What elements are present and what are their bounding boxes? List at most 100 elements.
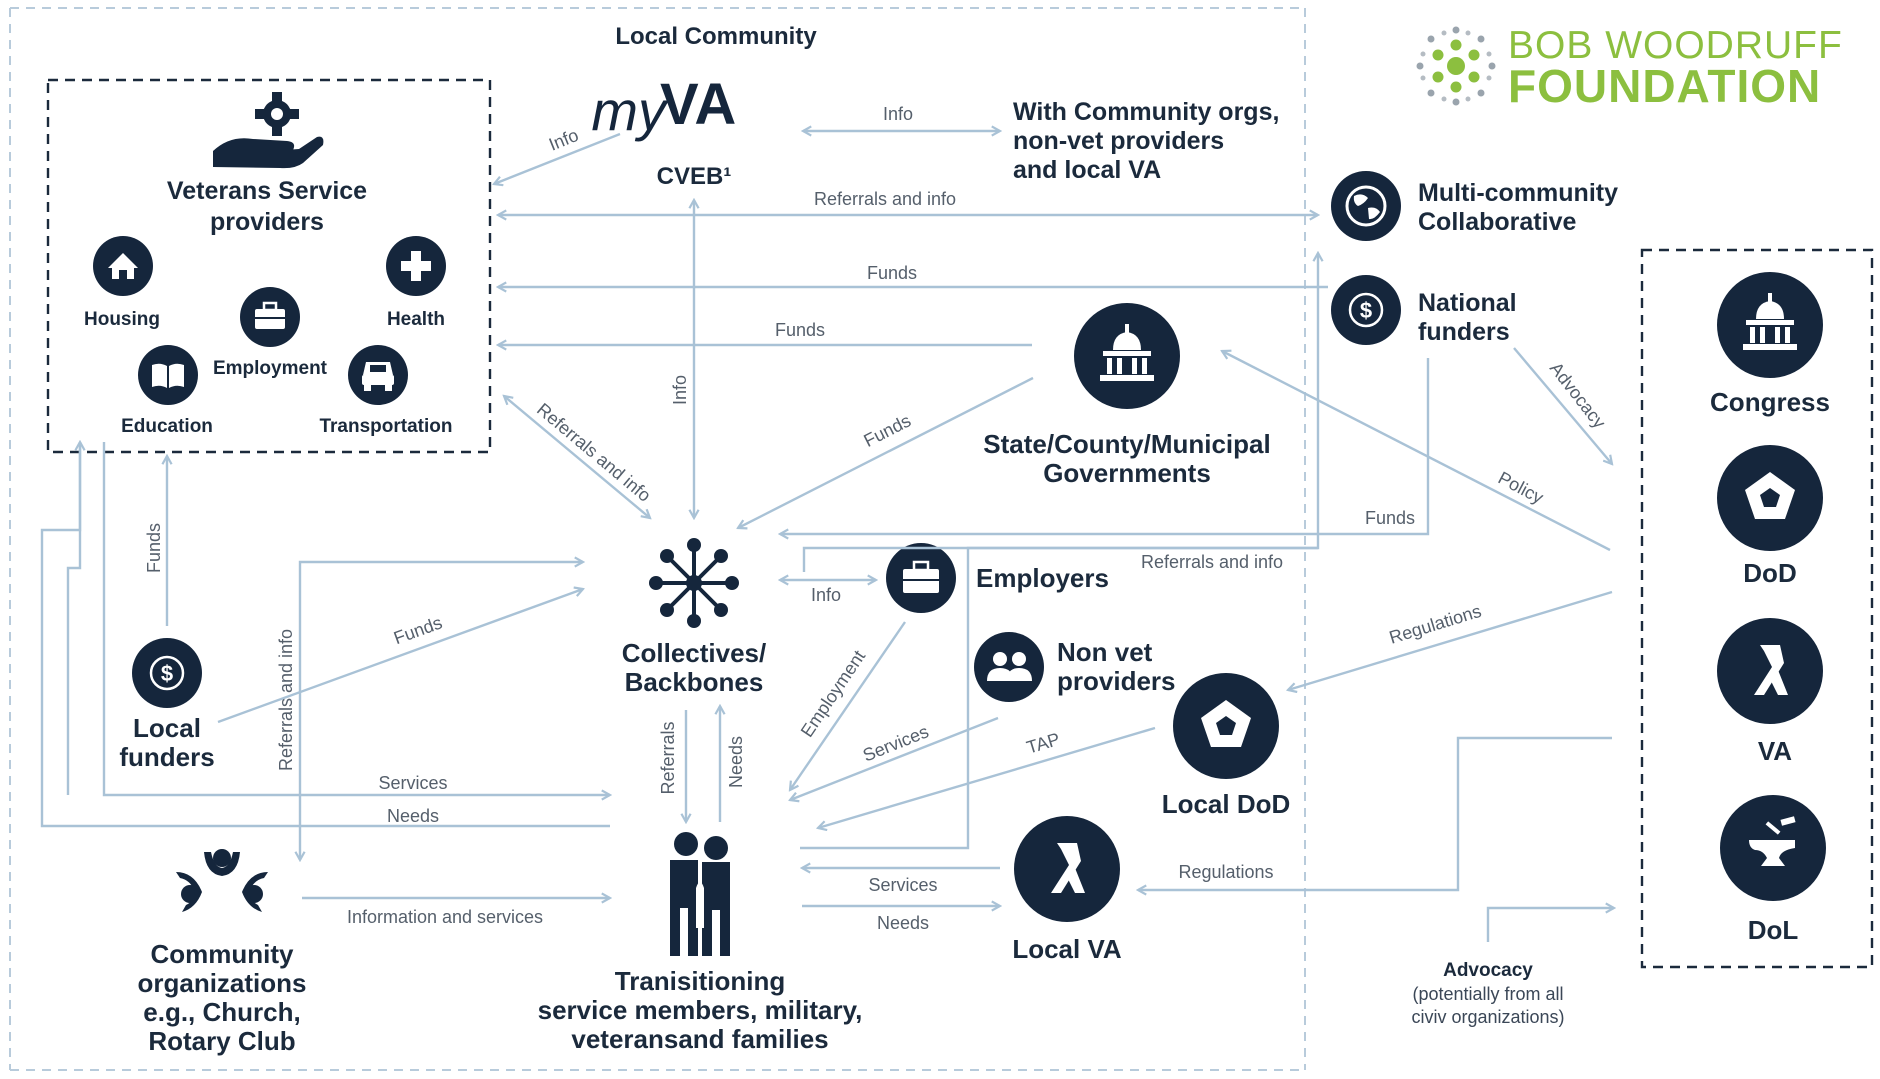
capitol-icon xyxy=(1074,303,1180,409)
gear-hand-icon xyxy=(213,92,324,169)
label-needs-vert: Needs xyxy=(726,736,746,788)
dod-title: DoD xyxy=(1743,558,1796,588)
label-referrals-left-vert: Referrals and info xyxy=(276,629,296,771)
label-regulations-va: Regulations xyxy=(1178,862,1273,882)
label-funds-state: Funds xyxy=(775,320,825,340)
label-regulations-dod: Regulations xyxy=(1387,601,1484,648)
label-services-va: Services xyxy=(868,875,937,895)
svg-text:$: $ xyxy=(161,661,173,686)
label-funds-state-diag: Funds xyxy=(860,410,914,451)
state-title-2: Governments xyxy=(1043,458,1211,488)
edge-tap xyxy=(818,726,1156,828)
label-info-employers: Info xyxy=(811,585,841,605)
edge-funds-localfunders-diag xyxy=(217,589,583,724)
edge-needs-left xyxy=(40,442,610,828)
edge-regulations-va xyxy=(1138,736,1612,890)
book-icon xyxy=(138,345,198,405)
edge-myva-vsp xyxy=(494,132,621,184)
vsp-health-label: Health xyxy=(387,309,445,330)
edge-advocacy-note xyxy=(1486,908,1614,942)
dol-title: DoL xyxy=(1748,915,1799,945)
label-services-left: Services xyxy=(378,773,447,793)
edge-employment xyxy=(790,621,906,790)
edge-policy xyxy=(1222,351,1611,552)
local-dod-title: Local DoD xyxy=(1162,789,1291,819)
nonvet-title-2: providers xyxy=(1057,666,1176,696)
label-referrals-right: Referrals and info xyxy=(1141,552,1283,572)
edge-services-left xyxy=(102,442,610,795)
transitioning-1: Tranisitioning xyxy=(615,966,785,996)
national-title-2: funders xyxy=(1418,318,1510,346)
va-title: VA xyxy=(1758,736,1792,766)
edge-referrals-left xyxy=(300,562,583,860)
brand-logo: BOB WOODRUFF FOUNDATION xyxy=(1416,24,1843,112)
label-funds-right: Funds xyxy=(1365,508,1415,528)
vsp-education-label: Education xyxy=(121,416,213,437)
brand-line1: BOB WOODRUFF xyxy=(1508,24,1843,67)
label-information-services: Information and services xyxy=(347,907,543,927)
congress-capitol-icon xyxy=(1717,272,1823,378)
collectives-title-2: Backbones xyxy=(625,667,764,697)
multi-title-1: Multi-community xyxy=(1418,179,1618,207)
label-info-vertical: Info xyxy=(670,375,690,405)
label-tap: TAP xyxy=(1024,729,1062,758)
collectives-title-1: Collectives/ xyxy=(622,638,767,668)
myva-my-text: my xyxy=(591,79,669,142)
label-needs-va: Needs xyxy=(877,913,929,933)
vsp-employment-label: Employment xyxy=(213,358,328,379)
va-ribbon-icon xyxy=(1717,618,1823,724)
label-info-myva-with: Info xyxy=(883,104,913,124)
community-orgs-4: Rotary Club xyxy=(148,1026,295,1056)
myva-caption: CVEB¹ xyxy=(657,163,732,190)
vsp-title-2: providers xyxy=(210,208,324,236)
federal-box: Congress DoD VA DoL xyxy=(1640,248,1874,969)
congress-title: Congress xyxy=(1710,387,1830,417)
family-icon xyxy=(670,832,730,956)
vsp-title-1: Veterans Service xyxy=(167,177,367,205)
local-va-ribbon-icon xyxy=(1014,816,1120,922)
state-title-1: State/County/Municipal xyxy=(983,429,1270,459)
edge-regulations-dod xyxy=(1288,590,1613,690)
connectors xyxy=(40,131,1614,942)
label-funds-national: Funds xyxy=(867,263,917,283)
brand-dots-icon xyxy=(1416,26,1496,106)
dod-pentagon-icon xyxy=(1717,445,1823,551)
transitioning-3: veteransand families xyxy=(571,1024,828,1054)
local-funders-title-2: funders xyxy=(119,742,214,772)
label-policy: Policy xyxy=(1495,468,1547,508)
dollar-icon: $ xyxy=(1331,275,1401,345)
community-orgs-3: e.g., Church, xyxy=(143,997,300,1027)
employers-title: Employers xyxy=(976,563,1109,593)
medical-cross-icon xyxy=(386,236,446,296)
house-icon xyxy=(93,236,153,296)
transitioning-2: service members, military, xyxy=(538,995,863,1025)
people-icon xyxy=(974,632,1044,702)
advocacy-sub-2: civiv organizations) xyxy=(1411,1007,1564,1027)
edge-services-nonvet xyxy=(790,716,999,800)
globe-icon xyxy=(1331,171,1401,241)
local-dod-pentagon-icon xyxy=(1173,673,1279,779)
label-referrals-vert: Referrals xyxy=(658,721,678,794)
advocacy-title: Advocacy xyxy=(1443,960,1533,981)
label-referrals-diag: Referrals and info xyxy=(533,399,655,506)
local-community-label: Local Community xyxy=(615,23,817,50)
vsp-housing-label: Housing xyxy=(84,309,160,330)
local-funders-dollar-icon: $ xyxy=(132,638,202,708)
with-community-1: With Community orgs, xyxy=(1013,98,1279,126)
employers-briefcase-icon xyxy=(886,543,956,613)
edge-multi-up xyxy=(802,253,1318,572)
edge-referrals-diag xyxy=(504,396,650,518)
multi-title-2: Collaborative xyxy=(1418,208,1576,236)
local-community-boundary xyxy=(9,7,1306,1071)
community-orgs-2: organizations xyxy=(137,968,306,998)
community-orgs-1: Community xyxy=(151,939,295,969)
myva-logo: my VA CVEB¹ xyxy=(591,72,736,190)
vsp-transportation-label: Transportation xyxy=(319,416,452,437)
nonvet-title-1: Non vet xyxy=(1057,637,1153,667)
local-funders-title-1: Local xyxy=(133,713,201,743)
with-community-3: and local VA xyxy=(1013,156,1161,184)
svg-text:$: $ xyxy=(1360,298,1372,323)
label-needs-left: Needs xyxy=(387,806,439,826)
label-referrals-top: Referrals and info xyxy=(814,189,956,209)
